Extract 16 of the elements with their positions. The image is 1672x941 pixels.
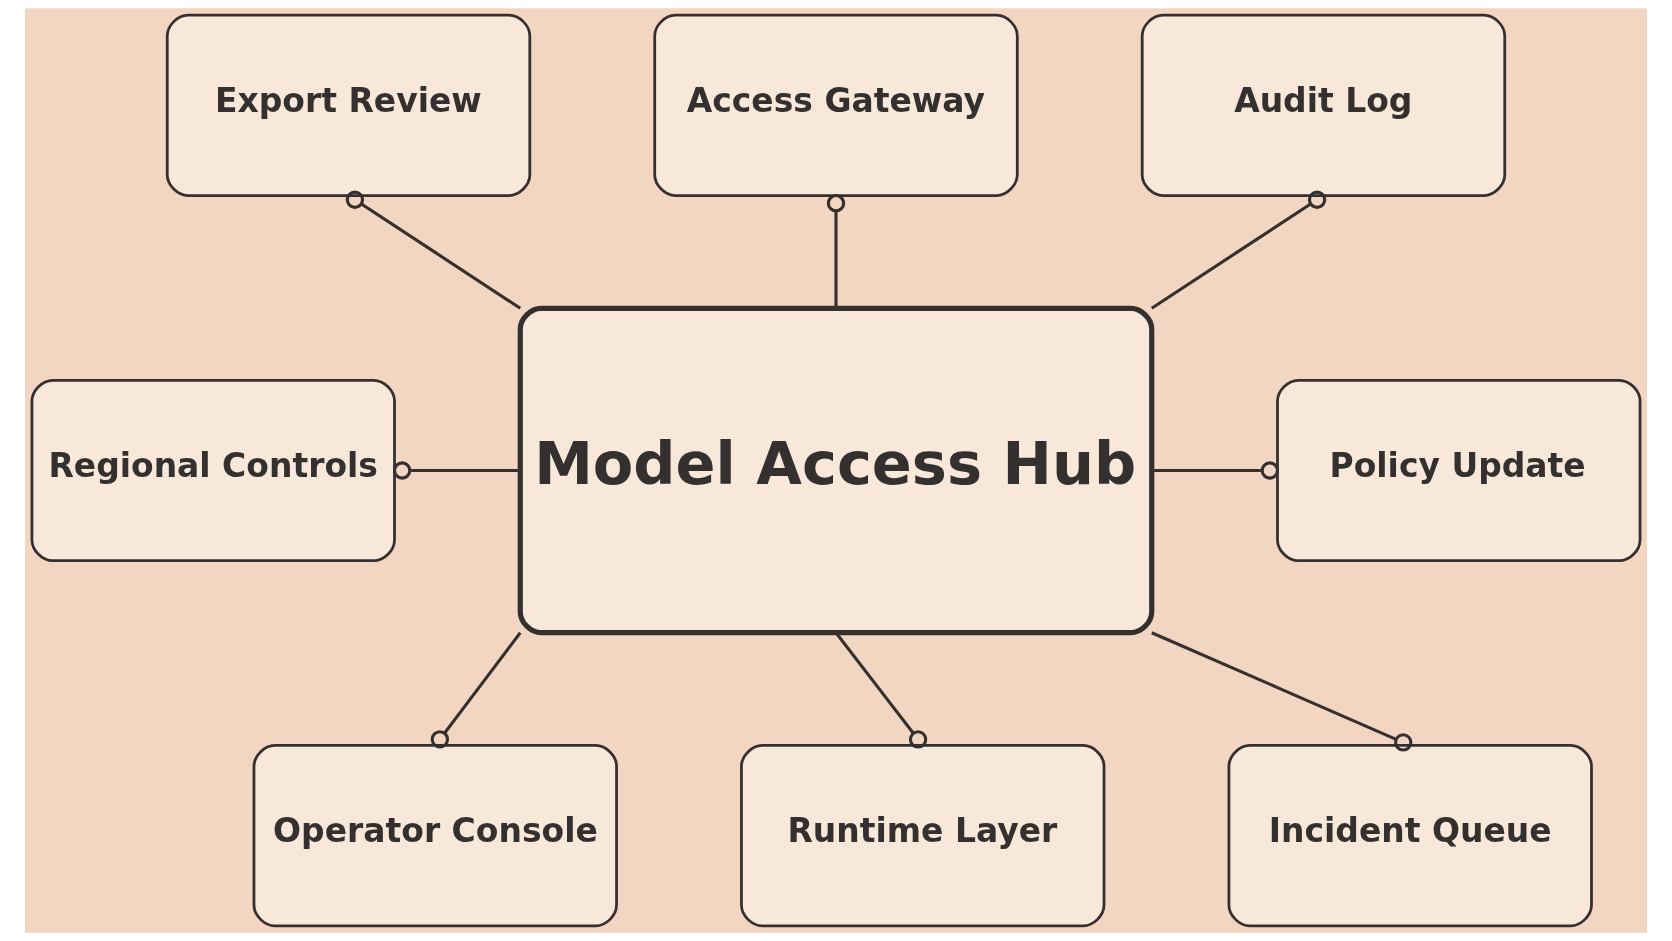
connector <box>1152 461 1280 480</box>
node-box: Incident Queue <box>1227 744 1593 928</box>
connector <box>1151 631 1413 752</box>
connector <box>430 631 522 749</box>
connector <box>1150 190 1327 310</box>
connector <box>345 190 522 310</box>
node-box: Model Access Hub <box>517 305 1155 636</box>
connector <box>392 461 520 480</box>
node-box: Runtime Layer <box>740 744 1106 928</box>
connector <box>826 194 846 309</box>
node-box: Export Review <box>165 13 532 197</box>
node-box: Access Gateway <box>653 13 1019 197</box>
node-box: Policy Update <box>1276 378 1642 563</box>
node-box: Operator Console <box>252 744 618 928</box>
node-box: Regional Controls <box>30 378 396 563</box>
node-box: Audit Log <box>1140 13 1507 197</box>
